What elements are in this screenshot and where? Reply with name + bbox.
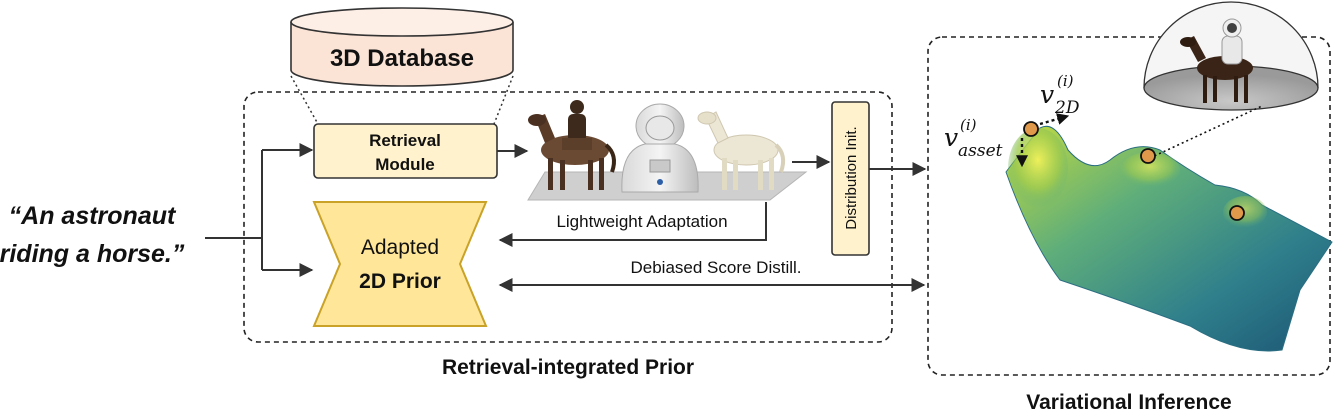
astronaut-on-horse-render-icon bbox=[1180, 18, 1253, 103]
prompt-line-2: riding a horse.” bbox=[0, 240, 185, 268]
database-zoom-lines bbox=[290, 75, 514, 125]
white-horse-asset-icon bbox=[697, 111, 786, 190]
svg-text:v: v bbox=[944, 123, 958, 152]
density-landscape bbox=[1005, 125, 1333, 352]
particle-3 bbox=[1229, 205, 1245, 221]
variational-inference-region bbox=[927, 36, 1331, 376]
astronaut-suit-asset-icon bbox=[621, 103, 699, 193]
retrieval-module-line-1: Retrieval bbox=[369, 131, 441, 150]
svg-text:v: v bbox=[1040, 80, 1054, 109]
distribution-init-label: Distribution Init. bbox=[843, 126, 860, 229]
svg-text:asset: asset bbox=[958, 141, 1003, 161]
svg-text:(i): (i) bbox=[1057, 72, 1074, 90]
prompt-line-1: “An astronaut bbox=[9, 202, 177, 230]
database-cylinder-icon bbox=[290, 7, 514, 87]
particle-to-dome-connector bbox=[1149, 105, 1263, 159]
retrieval-prior-title: Retrieval-integrated Prior bbox=[442, 356, 694, 379]
particle-1 bbox=[1023, 121, 1039, 137]
svg-text:2D: 2D bbox=[1054, 98, 1080, 118]
v-2d-label: v 2D (i) bbox=[1040, 72, 1080, 118]
debiased-score-distill-label: Debiased Score Distill. bbox=[630, 258, 801, 277]
lightweight-adaptation-label: Lightweight Adaptation bbox=[556, 212, 727, 231]
variational-inference-title: Variational Inference bbox=[1026, 391, 1231, 414]
prompt-branch-arrows bbox=[205, 143, 314, 277]
database-label: 3D Database bbox=[330, 45, 474, 72]
retrieval-prior-region bbox=[243, 91, 893, 343]
v-asset-label: v asset (i) bbox=[944, 116, 1003, 161]
svg-text:(i): (i) bbox=[960, 116, 977, 134]
adapted-prior-line-1: Adapted bbox=[361, 236, 439, 259]
lightweight-adaptation-arrow bbox=[498, 202, 767, 247]
adapted-prior-shape bbox=[312, 201, 488, 327]
adapted-prior-line-2: 2D Prior bbox=[359, 270, 441, 293]
particle-2 bbox=[1140, 148, 1156, 164]
horse-rider-asset-icon bbox=[528, 100, 616, 190]
retrieval-module-line-2: Module bbox=[375, 155, 435, 174]
v-2d-arrow bbox=[1039, 113, 1070, 126]
distribution-init-box bbox=[831, 101, 870, 256]
